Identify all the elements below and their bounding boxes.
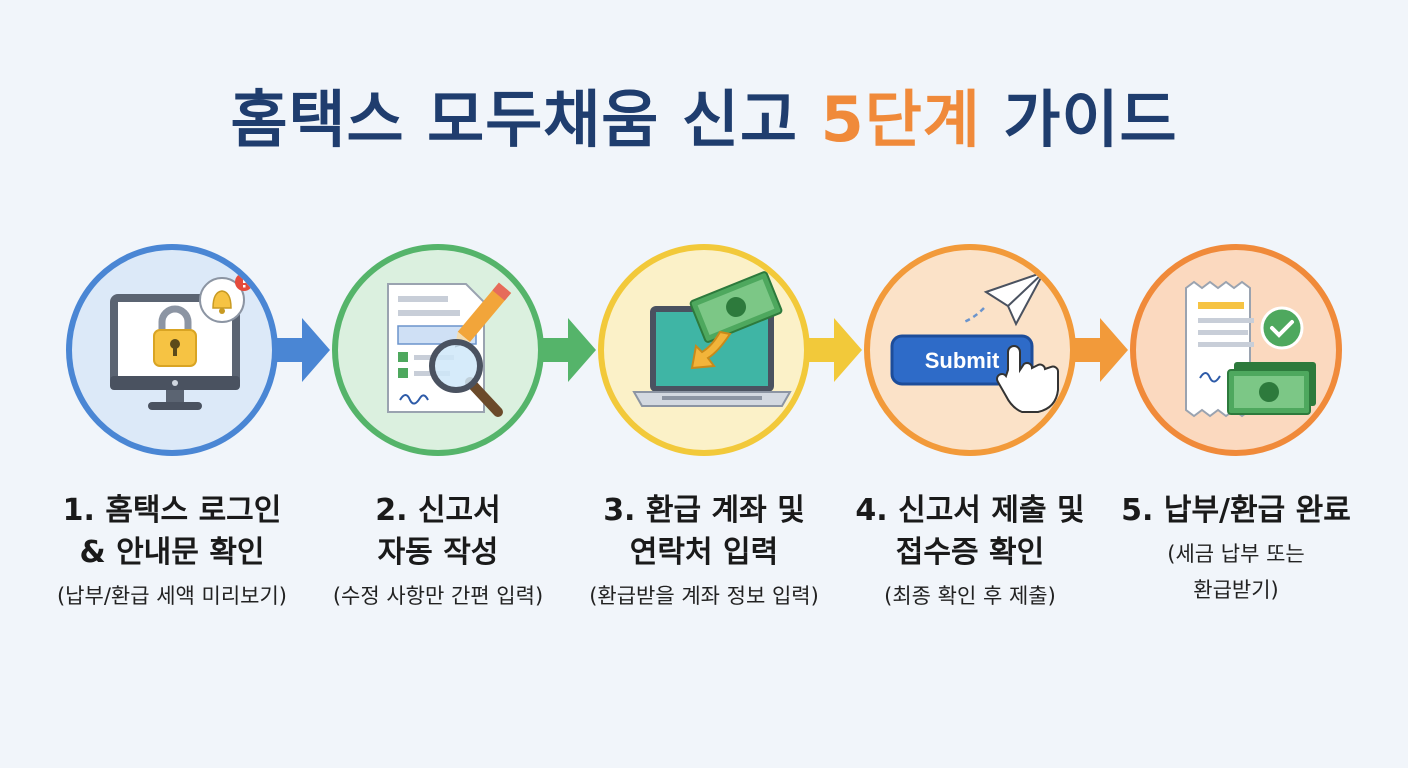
step-3-circle	[598, 244, 810, 456]
laptop-money-download-icon	[632, 271, 792, 407]
receipt-money-check-icon	[1185, 280, 1316, 418]
step-1-desc: (납부/환급 세액 미리보기)	[22, 578, 322, 614]
step-title-line: 연락처 입력	[629, 535, 779, 570]
step-2-title: 2. 신고서 자동 작성	[288, 490, 588, 574]
step-title-line: & 안내문 확인	[79, 535, 265, 570]
step-desc-line: (환급받을 계좌 정보 입력)	[589, 584, 819, 608]
step-desc-line: (세금 납부 또는	[1167, 542, 1305, 566]
step-4-circle: Submit	[864, 244, 1076, 456]
step-title-line: 자동 작성	[377, 535, 499, 570]
title-highlight: 5단계	[820, 83, 981, 156]
step-2-desc: (수정 사항만 간편 입력)	[288, 578, 588, 614]
step-3-title: 3. 환급 계좌 및 연락처 입력	[554, 490, 854, 574]
submit-button-paper-plane-icon: Submit	[890, 270, 1059, 413]
step-desc-line: 환급받기)	[1193, 578, 1279, 602]
step-desc-line: (수정 사항만 간편 입력)	[332, 584, 544, 608]
step-5-title: 5. 납부/환급 완료	[1086, 490, 1386, 532]
step-title-line: 2. 신고서	[375, 493, 501, 528]
step-5-circle	[1130, 244, 1342, 456]
step-2-circle	[332, 244, 544, 456]
step-1-circle	[66, 244, 278, 456]
title-tail: 가이드	[1003, 83, 1178, 156]
step-desc-line: (최종 확인 후 제출)	[884, 584, 1056, 608]
step-title-line: 1. 홈택스 로그인	[62, 493, 282, 528]
step-3-desc: (환급받을 계좌 정보 입력)	[554, 578, 854, 614]
step-title-line: 5. 납부/환급 완료	[1121, 493, 1351, 528]
step-desc-line: (납부/환급 세액 미리보기)	[56, 584, 287, 608]
step-title-line: 3. 환급 계좌 및	[603, 493, 805, 528]
locked-computer-with-bell-icon	[110, 273, 253, 410]
step-4-title: 4. 신고서 제출 및 접수증 확인	[820, 490, 1120, 574]
arrow-right-icon	[806, 318, 862, 382]
step-title-line: 접수증 확인	[895, 535, 1045, 570]
title-main: 홈택스 모두채움 신고	[230, 83, 798, 156]
arrow-right-icon	[540, 318, 596, 382]
step-4-desc: (최종 확인 후 제출)	[820, 578, 1120, 614]
document-magnifier-pencil-icon	[387, 282, 512, 417]
step-1-title: 1. 홈택스 로그인 & 안내문 확인	[22, 490, 322, 574]
step-5-desc: (세금 납부 또는 환급받기)	[1086, 536, 1386, 608]
arrow-right-icon	[274, 318, 330, 382]
submit-button-label: Submit	[925, 348, 1000, 373]
step-title-line: 4. 신고서 제출 및	[855, 493, 1085, 528]
page-title: 홈택스 모두채움 신고 5단계 가이드	[0, 78, 1408, 162]
arrow-right-icon	[1072, 318, 1128, 382]
